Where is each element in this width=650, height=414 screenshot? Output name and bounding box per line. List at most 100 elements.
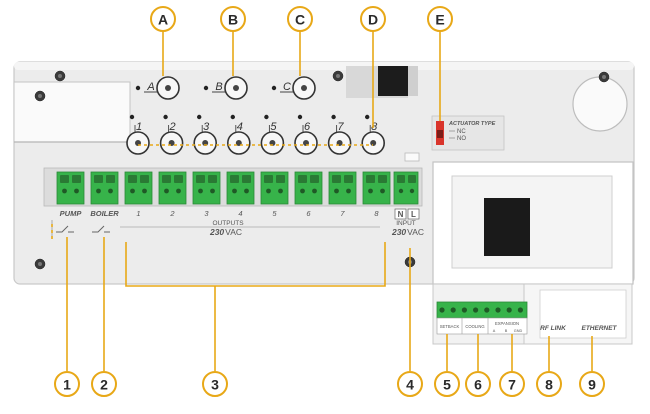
output-terminals (56, 171, 391, 205)
output-terminal-6[interactable] (294, 171, 323, 205)
callout-3-label: 3 (211, 377, 219, 393)
callout-2: 2 (91, 371, 117, 397)
zone-button-label: 6 (304, 121, 311, 133)
lv-terminal-screw[interactable] (439, 307, 445, 313)
small-window (404, 152, 420, 162)
callout-e: E (427, 6, 453, 32)
lv-terminal-screw[interactable] (473, 307, 479, 313)
output-terminal-pump[interactable] (56, 171, 85, 205)
callout-7: 7 (499, 371, 525, 397)
zone-button-6[interactable]: 6 (294, 114, 318, 155)
zone-button-b[interactable]: B (203, 76, 248, 100)
zone-button-label: C (283, 81, 291, 93)
outputs-voltage-unit: VAC (225, 227, 242, 237)
callout-4-label: 4 (406, 377, 414, 393)
lv-expansion-a: A (493, 329, 496, 333)
callout-e-label: E (435, 12, 444, 28)
zone-button-label: 7 (338, 121, 345, 133)
zone-button-1[interactable]: 1 (126, 114, 150, 155)
zone-button-label: 1 (136, 121, 142, 133)
terminal-label-3: 3 (204, 209, 209, 218)
zone-button-7[interactable]: 7 (327, 114, 352, 155)
lv-terminal-screw[interactable] (484, 307, 490, 313)
terminal-label-5: 5 (272, 209, 277, 218)
callout-1: 1 (54, 371, 80, 397)
lv-terminal-screw[interactable] (495, 307, 501, 313)
screw-top-mid (332, 70, 344, 82)
zone-button-label: 4 (237, 121, 243, 133)
terminal-label-boiler: BOILER (90, 209, 119, 218)
actuator-type-switch[interactable]: ACTUATOR TYPE NC NO (431, 115, 505, 151)
input-terminal[interactable] (393, 171, 419, 205)
callout-b: B (220, 6, 246, 32)
lv-expansion-b: B (505, 329, 508, 333)
zone-button-label: 8 (371, 121, 378, 133)
callout-5-label: 5 (443, 377, 451, 393)
output-terminal-7[interactable] (328, 171, 357, 205)
lv-terminal-screw[interactable] (517, 307, 524, 313)
screw-bottom-left (34, 258, 46, 270)
zone-button-5[interactable]: 5 (260, 114, 285, 155)
callout-a-label: A (158, 12, 168, 28)
zone-button-2[interactable]: 2 (159, 114, 184, 155)
lv-terminal-screw[interactable] (461, 307, 467, 313)
output-terminal-1[interactable] (124, 171, 153, 205)
callout-9-label: 9 (588, 377, 596, 393)
callout-c-label: C (295, 12, 305, 28)
input-label: INPUT (396, 220, 416, 227)
callout-5: 5 (434, 371, 460, 397)
relay-symbols (51, 220, 110, 236)
input-voltage: 230VAC (391, 227, 424, 237)
callout-d-label: D (368, 12, 378, 28)
lv-terminal-block[interactable] (436, 301, 528, 319)
output-terminal-2[interactable] (158, 171, 187, 205)
input-voltage-unit: VAC (407, 227, 424, 237)
terminal-label-2: 2 (169, 209, 175, 218)
callout-3: 3 (202, 371, 228, 397)
left-cover (13, 81, 131, 143)
callout-6-label: 6 (474, 377, 482, 393)
terminal-label-6: 6 (306, 209, 311, 218)
ethernet-label: ETHERNET (581, 325, 617, 332)
callout-9: 9 (579, 371, 605, 397)
output-terminal-3[interactable] (192, 171, 221, 205)
low-voltage-terminals[interactable] (436, 301, 528, 319)
screw-top-left (54, 70, 66, 82)
zone-button-label: A (146, 81, 154, 93)
input-terminal-n: N (398, 210, 404, 219)
output-terminal-boiler[interactable] (90, 171, 119, 205)
zone-button-label: 5 (270, 121, 277, 133)
zone-buttons-abc: A B C (135, 76, 316, 100)
outputs-voltage: 230VAC (209, 227, 242, 237)
lv-terminal-screw[interactable] (506, 307, 512, 313)
callout-a: A (150, 6, 176, 32)
low-voltage-labels: SETBACK COOLING EXPANSION A B GND (436, 317, 528, 335)
terminal-label-7: 7 (340, 209, 345, 218)
input-terminal-l: L (411, 210, 416, 219)
lv-expansion-gnd: GND (514, 329, 523, 333)
output-terminal-5[interactable] (260, 171, 289, 205)
terminal-label-8: 8 (374, 209, 379, 218)
output-terminal-8[interactable] (362, 171, 391, 205)
zone-button-8[interactable]: 8 (361, 114, 386, 155)
outputs-label: OUTPUTS (212, 220, 244, 227)
zone-button-c[interactable]: C (271, 76, 316, 100)
outputs-voltage-group: OUTPUTS 230VAC (120, 220, 380, 237)
actuator-title: ACTUATOR TYPE (448, 121, 496, 127)
letter-callouts: A B C D E (150, 6, 453, 32)
callout-8: 8 (536, 371, 562, 397)
lv-terminal-screw[interactable] (450, 307, 456, 313)
callout-c: C (287, 6, 313, 32)
zone-button-3[interactable]: 3 (193, 114, 217, 155)
zone-button-label: 2 (169, 121, 176, 133)
input-voltage-group: INPUT 230VAC (391, 220, 424, 237)
rf-link-label: RF LINK (540, 325, 567, 332)
lv-label-setback: SETBACK (440, 324, 460, 329)
screw-left-cover (34, 90, 46, 102)
zone-button-a[interactable]: A (135, 76, 180, 100)
callout-6: 6 (465, 371, 491, 397)
output-terminal-4[interactable] (226, 171, 255, 205)
actuator-option-nc: NC (457, 129, 466, 135)
